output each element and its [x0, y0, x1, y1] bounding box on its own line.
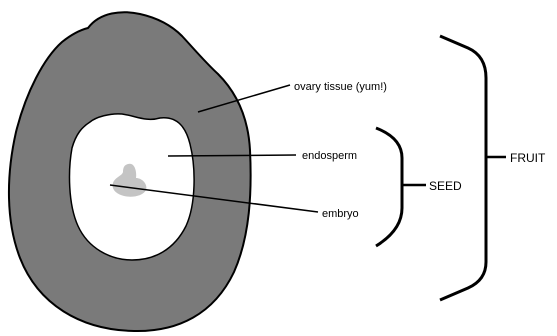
- seed-label: SEED: [429, 179, 462, 193]
- endosperm-label: endosperm: [302, 150, 357, 162]
- endosperm-pointer: [168, 155, 296, 156]
- seed-bracket: [376, 128, 402, 246]
- fruit-bracket: [440, 36, 486, 300]
- embryo-label: embryo: [322, 208, 359, 220]
- ovary-tissue-label: ovary tissue (yum!): [294, 81, 387, 93]
- fruit-label: FRUIT: [510, 151, 546, 165]
